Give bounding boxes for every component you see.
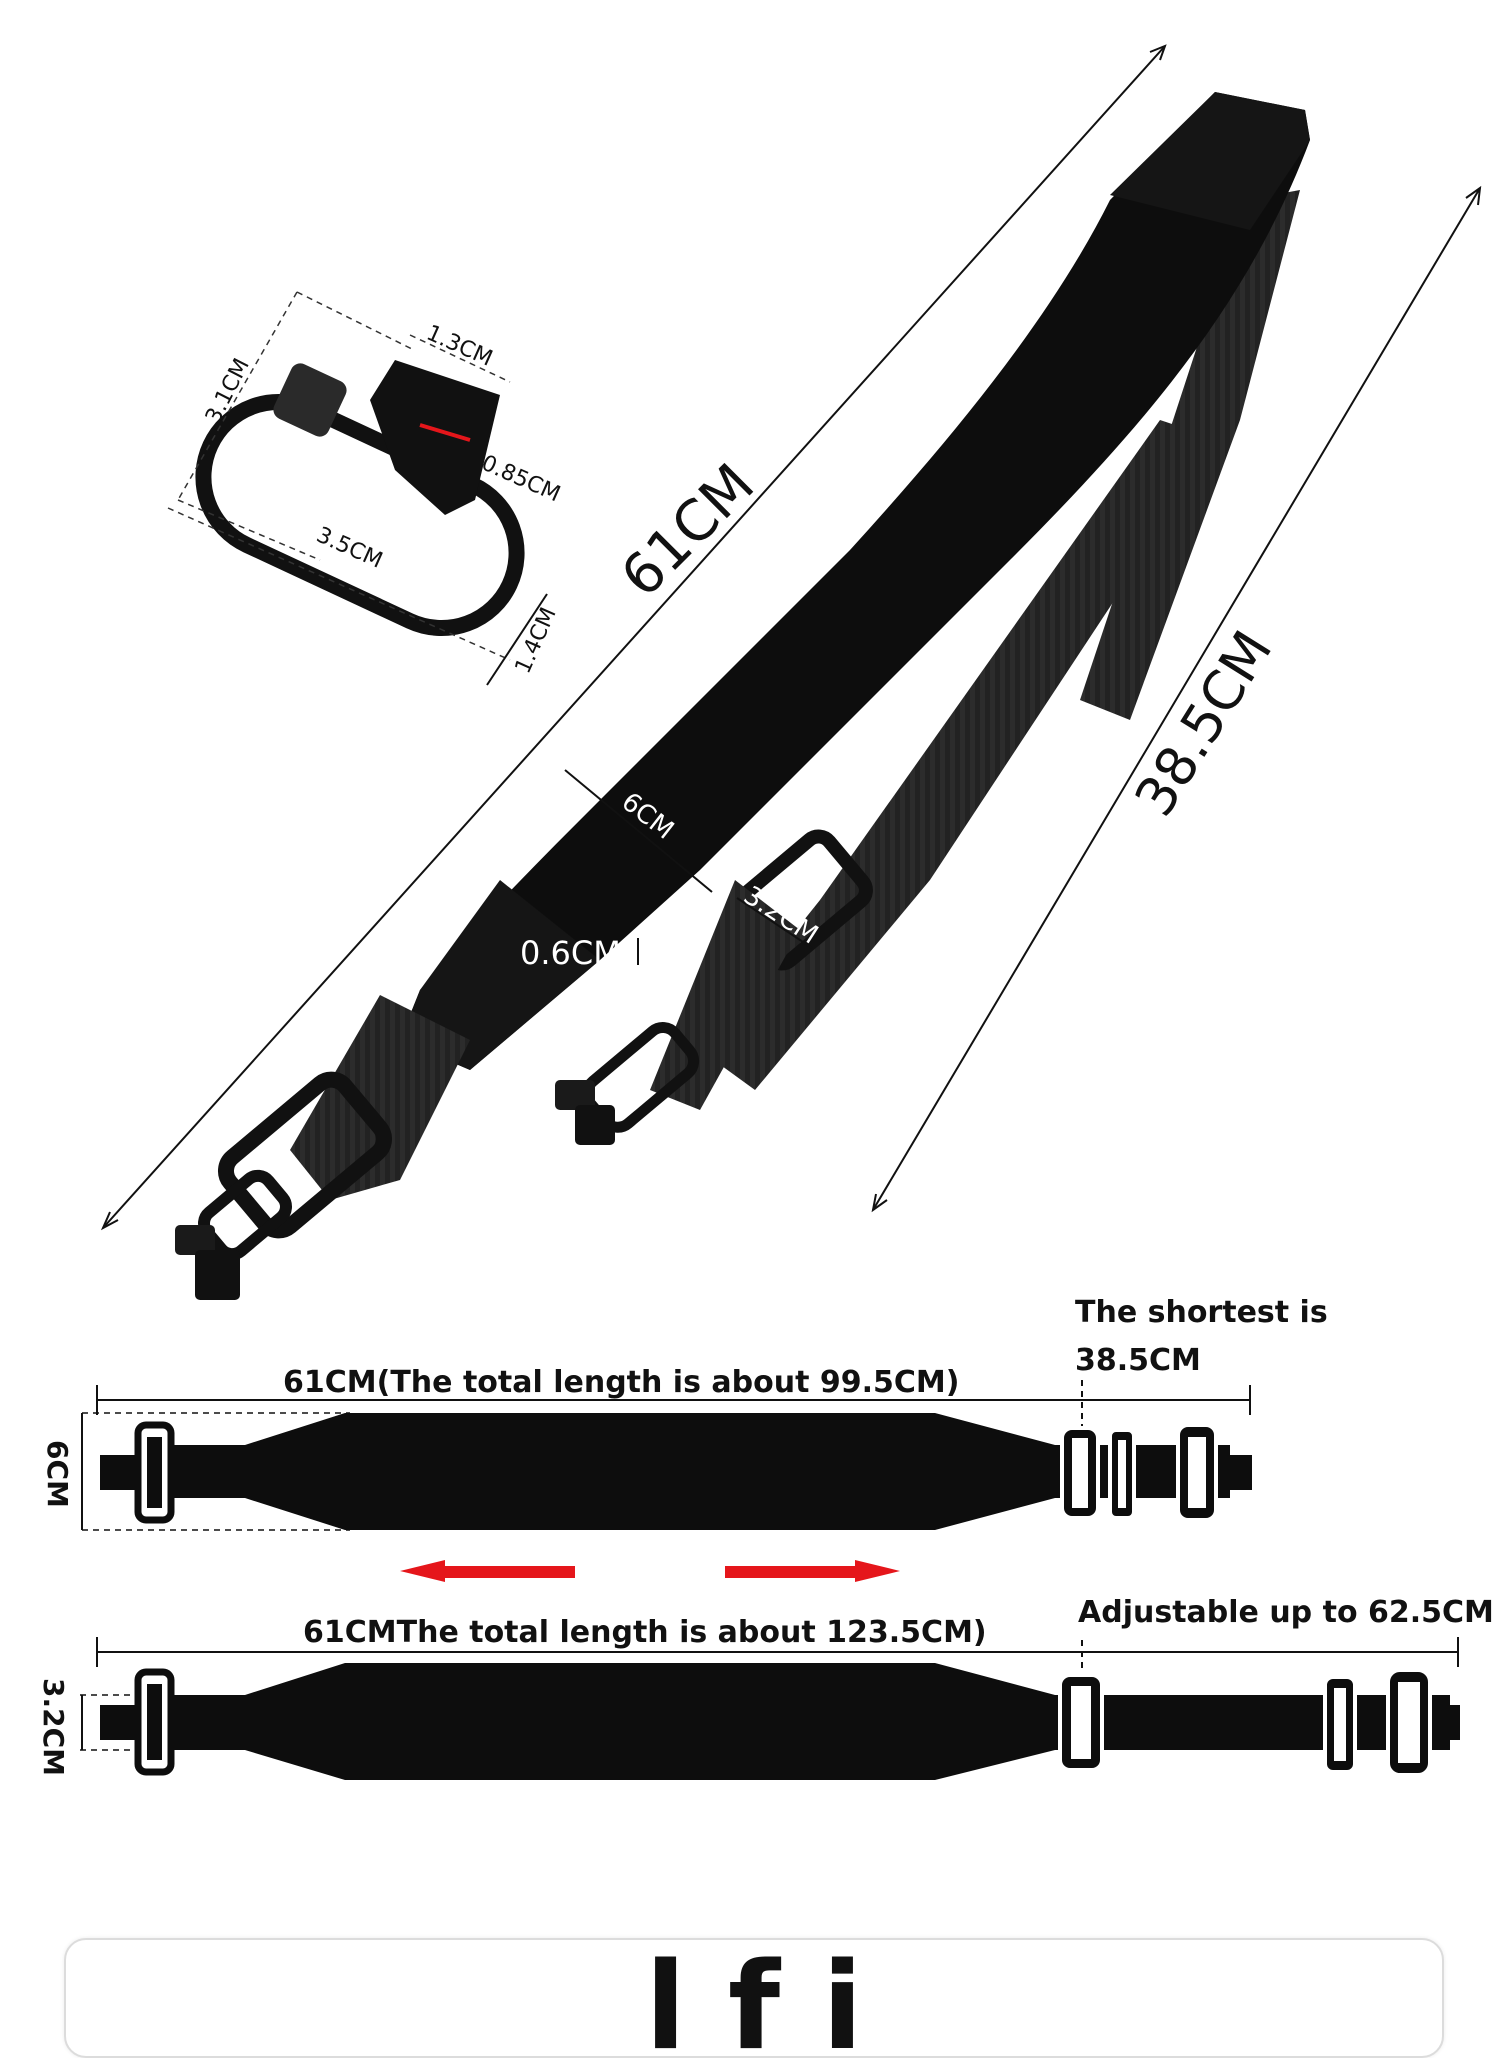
swivel-loop-depth-label: 1.4CM xyxy=(511,604,562,678)
diagram-long-width-label: 3.2CM xyxy=(37,1678,70,1776)
arrow-right xyxy=(725,1560,900,1582)
pad-thickness-label: 0.6CM xyxy=(520,934,621,972)
diagram-long-length-label: 61CMThe total length is about 123.5CM) xyxy=(303,1615,987,1650)
swivel-inset: 3.1CM 1.3CM 0.85CM 3.5CM 1.4CM xyxy=(167,291,564,686)
adjust-arrows xyxy=(400,1560,900,1582)
webbing-width-line xyxy=(736,897,813,949)
webbing-left xyxy=(290,995,470,1200)
diagram-short: 61CM(The total length is about 99.5CM) T… xyxy=(41,1295,1328,1531)
diagram-short-note-2: 38.5CM xyxy=(1075,1343,1201,1378)
product-scene: 61CM 38.5CM 6CM 0.6CM 3.2CM 3.1CM 1.3CM … xyxy=(37,44,1494,1780)
diagram-short-strap xyxy=(140,1413,1230,1530)
footer-card-title: l f i xyxy=(644,1938,864,2058)
strap-photo xyxy=(175,92,1310,1300)
gap-marker xyxy=(419,423,471,442)
pad-length-label: 61CM xyxy=(609,452,767,610)
strap-length-line xyxy=(872,187,1481,1211)
swivel-left xyxy=(175,1169,292,1300)
shoulder-pad xyxy=(400,92,1310,1070)
diagram-short-width-label: 6CM xyxy=(41,1440,74,1508)
pad-width-line xyxy=(564,769,713,893)
diagram-short-length-label: 61CM(The total length is about 99.5CM) xyxy=(283,1365,959,1400)
arrow-left xyxy=(400,1560,575,1582)
swivel-guides xyxy=(167,291,511,661)
swivel-knob xyxy=(273,363,347,437)
photo-dimension-lines xyxy=(100,44,1482,1231)
diagram-long-note: Adjustable up to 62.5CM xyxy=(1078,1595,1494,1630)
pad-top-cap xyxy=(1110,92,1310,230)
pad-length-line xyxy=(102,45,1166,1229)
swivel-body xyxy=(370,360,500,515)
footer-card: l f i xyxy=(64,1938,1444,2058)
diagram-short-note-1: The shortest is xyxy=(1075,1295,1328,1330)
loop-depth-line xyxy=(486,593,548,686)
swivel-loop-width-label: 3.5CM xyxy=(313,523,387,574)
swivel-top-width-label: 1.3CM xyxy=(423,321,497,372)
diagram-long-strap xyxy=(140,1663,1450,1780)
slider-buckle-left xyxy=(217,1071,393,1239)
diagram-long: 61CMThe total length is about 123.5CM) A… xyxy=(37,1595,1494,1780)
pad-bottom-cap xyxy=(400,880,600,1070)
swivel-right xyxy=(555,1022,700,1145)
